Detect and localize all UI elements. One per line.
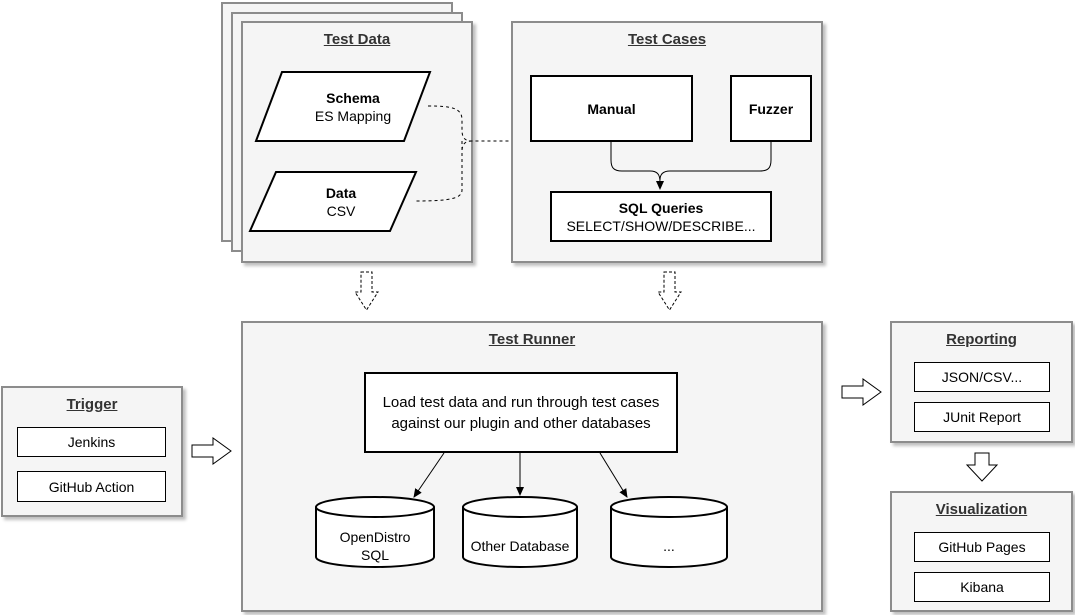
fuzzer-to-sql-line [659,141,772,181]
data-title: Data [325,185,357,201]
sql-queries-subtitle: SELECT/SHOW/DESCRIBE... [566,217,756,234]
reporting-title: Reporting [946,331,1017,348]
runner-description-box: Load test data and run through test case… [364,372,678,453]
manual-box: Manual [530,75,693,142]
visualization-item-kibana: Kibana [914,572,1050,602]
schema-subtitle: ES Mapping [314,108,392,124]
db1-label-line2: SQL [360,547,389,563]
test-cases-title: Test Cases [627,31,707,48]
schema-shape [254,71,432,142]
trigger-item-jenkins: Jenkins [17,427,166,457]
test-runner-title: Test Runner [488,331,576,348]
visualization-item-github-pages: GitHub Pages [914,532,1050,562]
trigger-item-github-action: GitHub Action [17,471,166,502]
desc-to-db3-arrow [599,452,628,498]
data-label: Data CSV [271,184,411,220]
dashed-brace-tip [461,140,473,153]
db2-cylinder [462,496,578,568]
test-data-title: Test Data [323,31,391,48]
db2-label: Other Database [470,538,570,554]
db1-cylinder [315,496,435,568]
reporting-item-json-csv: JSON/CSV... [914,362,1050,392]
data-subtitle: CSV [326,203,356,219]
reporting-to-visualization-arrow [965,452,999,482]
trigger-title: Trigger [66,396,118,413]
db3-label: ... [663,538,675,554]
db1-label-line1: OpenDistro [339,529,411,545]
schema-title: Schema [326,90,380,106]
db3-cylinder [610,496,728,568]
fuzzer-box: Fuzzer [730,75,812,142]
db1-label: OpenDistro SQL [316,528,434,564]
data-shape [248,171,418,232]
trigger-to-runner-arrow [191,437,232,465]
runner-to-reporting-arrow [841,378,882,406]
desc-to-db1-arrow [413,452,445,498]
test-cases-down-arrow [657,271,682,311]
reporting-item-junit-report: JUnit Report [914,402,1050,432]
runner-description-line1: Load test data and run through test case… [382,393,660,411]
runner-description-line2: against our plugin and other databases [391,414,651,432]
test-data-down-arrow [354,271,379,311]
schema-label: Schema ES Mapping [283,89,423,125]
sql-queries-title: SQL Queries [618,199,704,216]
manual-to-sql-line [610,141,664,190]
visualization-title: Visualization [935,501,1028,518]
sql-queries-box: SQL Queries SELECT/SHOW/DESCRIBE... [550,191,772,242]
dashed-connector [415,105,511,202]
